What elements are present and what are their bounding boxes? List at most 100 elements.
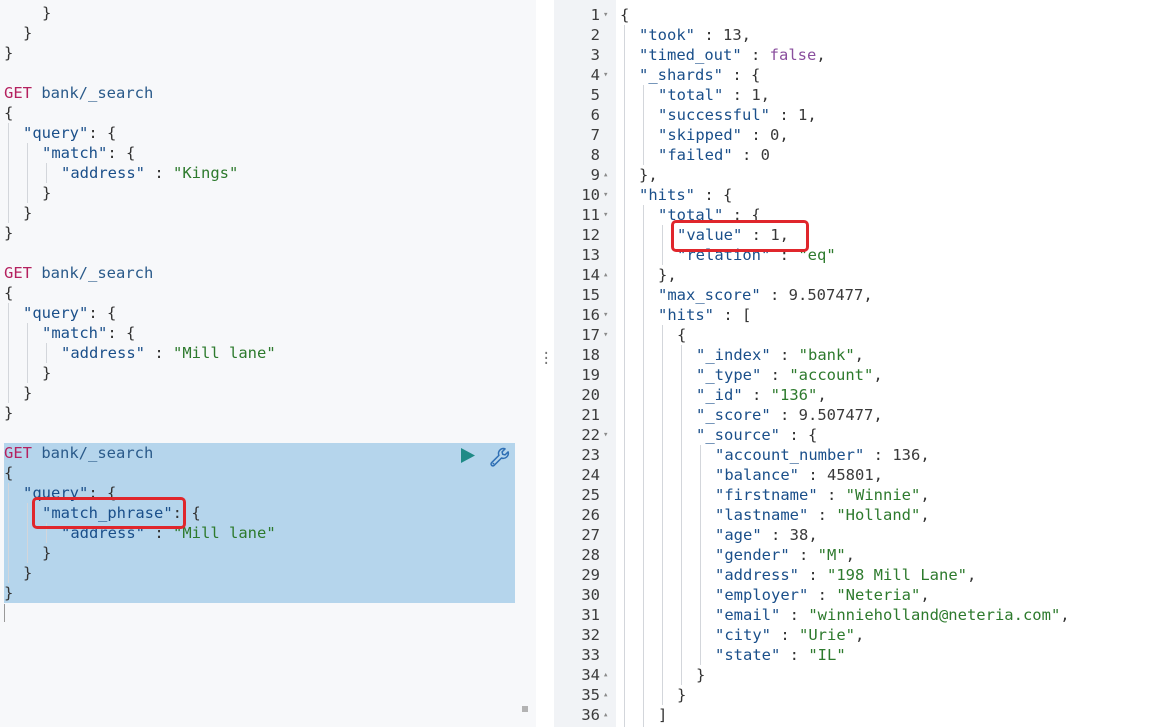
fold-open-icon[interactable]: ▾ bbox=[603, 430, 609, 440]
json-key: "query" bbox=[23, 304, 89, 322]
line-number: 7 bbox=[590, 126, 600, 144]
brace: }, bbox=[639, 166, 658, 184]
json-value: 1 bbox=[797, 106, 808, 124]
response-line: } bbox=[696, 665, 705, 685]
code-line: { bbox=[4, 103, 13, 123]
fold-open-icon[interactable]: ▾ bbox=[603, 310, 609, 320]
fold-open-icon[interactable]: ▾ bbox=[603, 10, 609, 20]
indent-guide bbox=[681, 345, 682, 685]
code-line: } bbox=[23, 383, 32, 403]
fold-open-icon[interactable]: ▾ bbox=[603, 70, 609, 80]
line-number: 2 bbox=[590, 26, 600, 44]
json-key: "account_number" bbox=[715, 446, 865, 464]
punctuation: , bbox=[920, 446, 930, 464]
indent-guide bbox=[662, 325, 663, 705]
code-line: } bbox=[4, 403, 13, 423]
fold-close-icon[interactable]: ▴ bbox=[603, 170, 609, 180]
json-key: "max_score" bbox=[658, 286, 761, 304]
brace: { bbox=[620, 6, 630, 24]
json-value: "198 Mill Lane" bbox=[827, 566, 967, 584]
response-line: "firstname" : "Winnie", bbox=[715, 486, 930, 504]
response-line: "total" : { bbox=[658, 206, 761, 224]
punctuation: : { bbox=[88, 484, 117, 502]
json-key: "total" bbox=[658, 206, 724, 224]
indent-guide bbox=[27, 323, 28, 383]
line-number: 24 bbox=[581, 466, 600, 484]
indent-guide bbox=[46, 343, 47, 363]
json-value: "Winnie" bbox=[845, 486, 921, 504]
line-number: 34 bbox=[581, 666, 600, 684]
indent-guide bbox=[46, 163, 47, 183]
line-number: 11 bbox=[581, 206, 600, 224]
json-value: "Kings" bbox=[173, 164, 239, 182]
indent-guide bbox=[8, 303, 9, 403]
line-number: 19 bbox=[581, 366, 600, 384]
json-value: "account" bbox=[789, 366, 874, 384]
punctuation: , bbox=[807, 106, 817, 124]
json-value: 1 bbox=[751, 86, 761, 104]
resize-handle[interactable] bbox=[522, 706, 528, 712]
line-number: 3 bbox=[590, 46, 600, 64]
code-line: } bbox=[42, 3, 51, 23]
line-number: 13 bbox=[581, 246, 600, 264]
brace: { bbox=[4, 104, 14, 122]
json-key: "_source" bbox=[696, 426, 780, 444]
response-line: "skipped" : 0, bbox=[658, 126, 789, 144]
response-line: "account_number" : 136, bbox=[715, 446, 930, 464]
json-value: 9.507477 bbox=[798, 406, 874, 424]
fold-close-icon[interactable]: ▴ bbox=[603, 710, 609, 720]
punctuation: , bbox=[854, 346, 864, 364]
json-value: "136" bbox=[770, 386, 818, 404]
fold-open-icon[interactable]: ▾ bbox=[603, 190, 609, 200]
json-key: "address" bbox=[61, 164, 145, 182]
request-editor[interactable]: }}}GET bank/_search{"query": {"match": {… bbox=[0, 0, 536, 727]
fold-open-icon[interactable]: ▾ bbox=[603, 210, 609, 220]
indent-guide bbox=[643, 205, 644, 727]
line-number: 15 bbox=[581, 286, 600, 304]
fold-open-icon[interactable]: ▾ bbox=[603, 330, 609, 340]
json-key: "successful" bbox=[658, 106, 770, 124]
line-number: 10 bbox=[581, 186, 600, 204]
line-number: 32 bbox=[581, 626, 600, 644]
line-number: 33 bbox=[581, 646, 600, 664]
response-line: "hits" : { bbox=[639, 186, 733, 204]
json-key: "_type" bbox=[696, 366, 762, 384]
response-line: "max_score" : 9.507477, bbox=[658, 286, 873, 304]
vertical-dots-icon[interactable]: ··· bbox=[542, 346, 551, 372]
json-value: "winnieholland@neteria.com" bbox=[808, 606, 1061, 624]
json-key: "failed" bbox=[658, 146, 733, 164]
wrench-icon[interactable] bbox=[489, 446, 511, 472]
brace: }, bbox=[658, 266, 677, 284]
json-key: "city" bbox=[715, 626, 771, 644]
fold-close-icon[interactable]: ▴ bbox=[603, 690, 609, 700]
response-line: "hits" : [ bbox=[658, 306, 752, 324]
code-line: } bbox=[4, 223, 13, 243]
play-icon[interactable] bbox=[459, 447, 476, 468]
code-line: "match": { bbox=[42, 143, 135, 163]
brace: } bbox=[4, 224, 14, 242]
brace: } bbox=[4, 44, 14, 62]
request-line: GET bank/_search bbox=[4, 263, 153, 283]
line-number: 28 bbox=[581, 546, 600, 564]
brace: [ bbox=[742, 306, 752, 324]
response-line: "employer" : "Neteria", bbox=[715, 586, 930, 604]
brace: { bbox=[4, 284, 14, 302]
fold-close-icon[interactable]: ▴ bbox=[603, 670, 609, 680]
line-number: 25 bbox=[581, 486, 600, 504]
response-line: "email" : "winnieholland@neteria.com", bbox=[715, 606, 1070, 624]
line-number: 18 bbox=[581, 346, 600, 364]
fold-close-icon[interactable]: ▴ bbox=[603, 270, 609, 280]
request-line: GET bank/_search bbox=[4, 443, 153, 463]
line-number: 4 bbox=[590, 66, 600, 84]
json-value: 45801 bbox=[827, 466, 874, 484]
response-line: }, bbox=[639, 165, 658, 185]
json-key: "_shards" bbox=[639, 66, 723, 84]
json-value: "Holland" bbox=[836, 506, 921, 524]
response-line: "_source" : { bbox=[696, 426, 818, 444]
json-key: "state" bbox=[715, 646, 781, 664]
brace: } bbox=[23, 204, 33, 222]
response-line: "city" : "Urie", bbox=[715, 626, 865, 644]
indent-guide bbox=[643, 85, 644, 165]
